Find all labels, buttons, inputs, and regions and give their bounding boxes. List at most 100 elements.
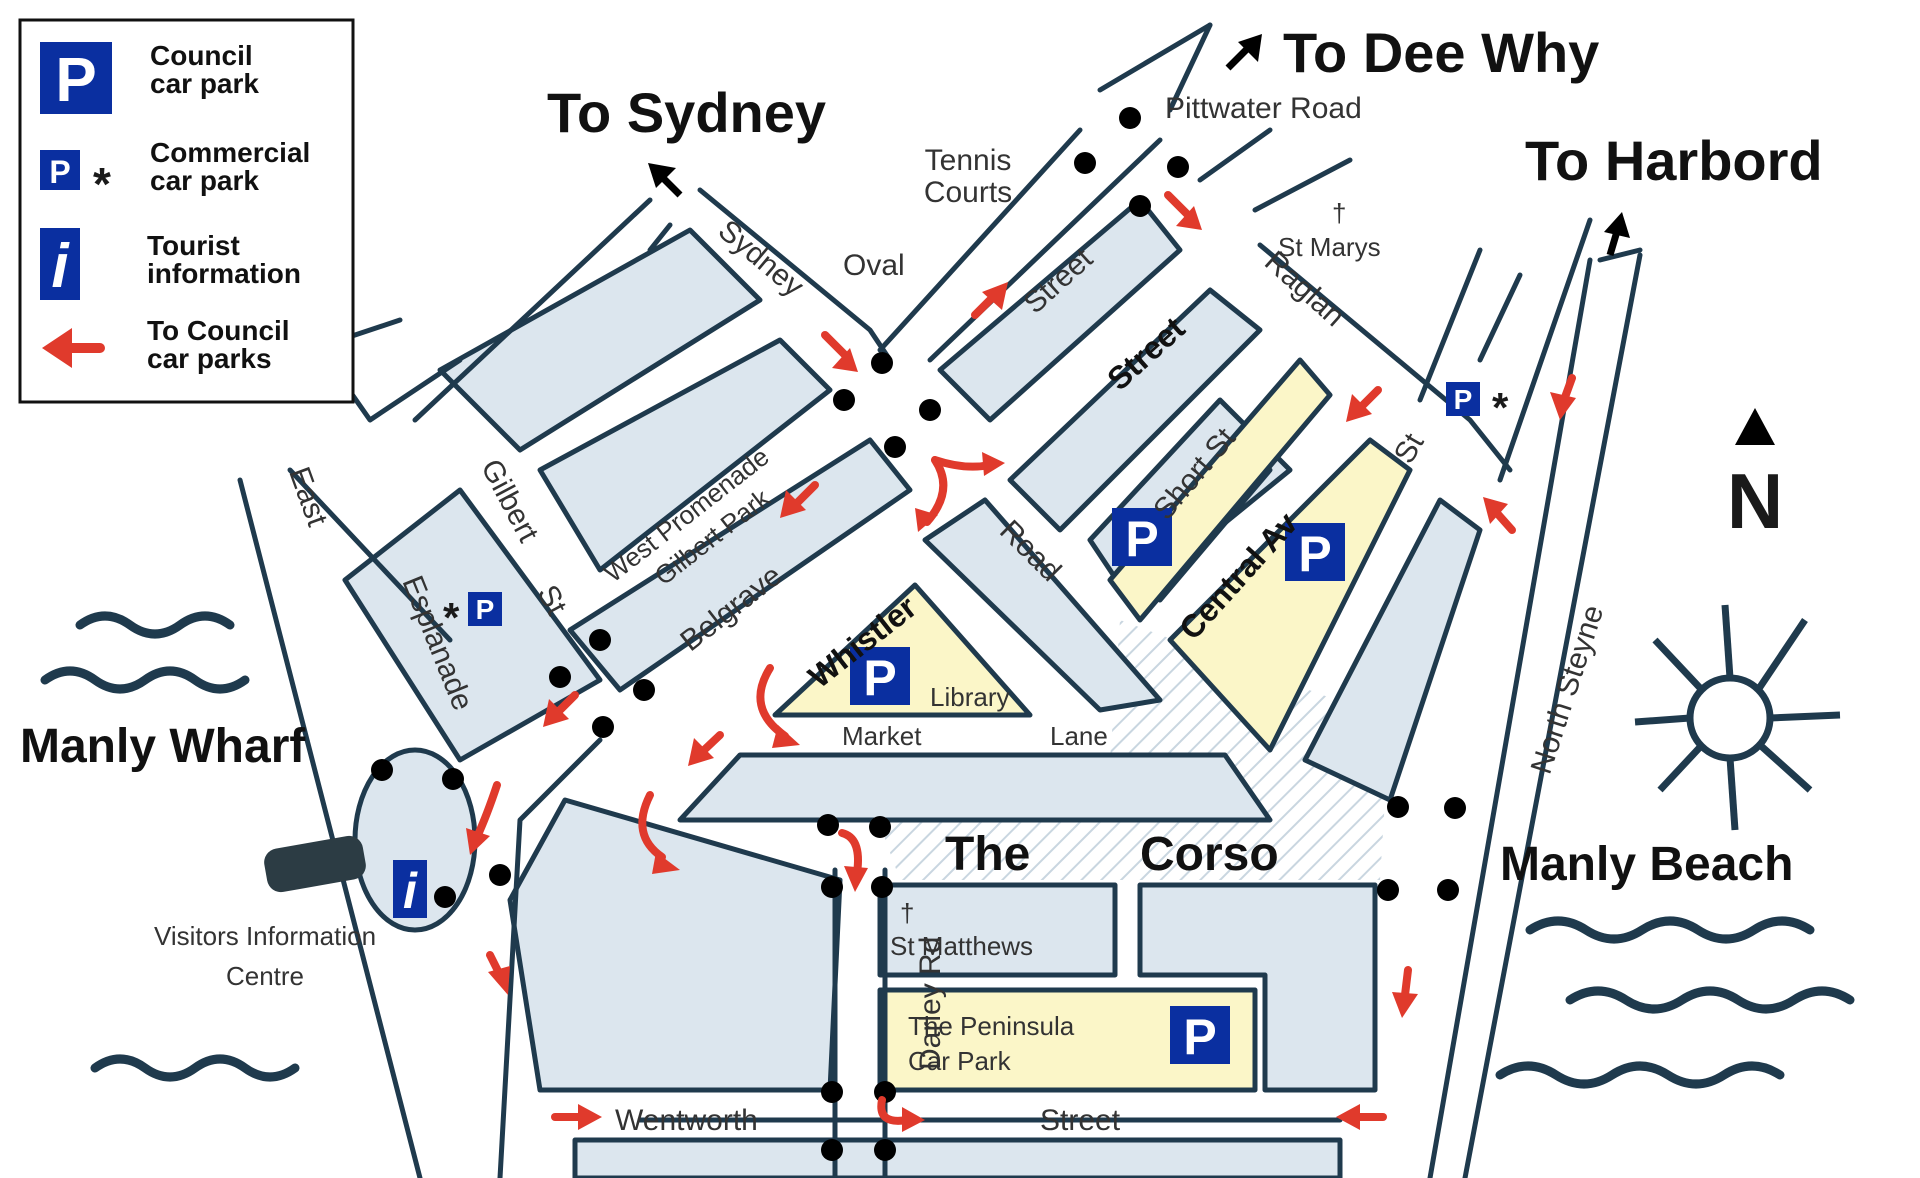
arrow-to-harbord-icon [1604,212,1630,256]
svg-text:P: P [1125,511,1158,567]
st-marys-label: St Marys [1278,232,1381,262]
asterisk-icon: * [1492,384,1509,431]
peninsula-label-1: The Peninsula [908,1011,1075,1041]
council-parking-icon: P [1285,523,1345,582]
commercial-parking-icon: P * [1446,382,1509,431]
red-arrow-icon [821,331,858,372]
manly-wharf-jetty [264,747,478,933]
svg-text:i: i [403,863,418,919]
red-arrow-icon [756,664,800,748]
red-arrow-icon [688,731,724,766]
legend-red-arrow-icon [42,328,105,368]
svg-text:P: P [49,154,70,190]
block-street-raglan [1007,287,1263,533]
red-arrow-icon [780,481,819,518]
red-arrow-icon [551,1104,602,1130]
red-arrow-icon [1164,191,1202,230]
asterisk-icon: * [93,158,111,210]
legend-commercial-label-2: car park [150,165,259,196]
manly-wharf-label: Manly Wharf [20,720,306,773]
council-parking-icon: P [1170,1006,1230,1065]
block-tennis [937,197,1183,423]
ocean-waves [1495,916,1855,1089]
intersection-dots [371,107,1466,1161]
tennis-label-1: Tennis [925,144,1012,177]
map-legend: P Council car park P * Commercial car pa… [18,18,355,404]
st-matthews-label: St Matthews [890,931,1033,961]
oval-label: Oval [843,249,905,282]
the-corso-label-corso: Corso [1140,828,1279,881]
red-arrow-icon [877,1096,925,1132]
east-label: East [282,463,334,531]
red-arrow-icon [931,452,1005,476]
commercial-parking-icon: P * [443,592,502,641]
legend-tourist-icon: i [40,228,80,301]
red-arrow-icon [466,781,501,855]
zone-central-av [1167,437,1413,753]
to-harbord-label: To Harbord [1525,129,1823,192]
tourist-info-icon: i [393,860,427,919]
pittwater-road-label: Pittwater Road [1165,92,1362,125]
manly-beach-label: Manly Beach [1500,838,1793,891]
legend-tourist-label-2: information [147,258,301,289]
legend-council-label-1: Council [150,40,253,71]
red-arrow-icon [638,791,680,874]
north-label: N [1727,457,1783,545]
red-arrow-icon [1392,966,1418,1018]
red-arrow-icon [486,951,510,995]
legend-tourist-label-1: Tourist [147,230,240,261]
to-sydney-label: To Sydney [547,81,826,144]
arrow-to-sydney-icon [648,163,683,198]
legend-to-council-label-2: car parks [147,343,272,374]
red-arrow-icon [543,691,579,727]
st-marys-cross: † [1332,198,1346,228]
red-arrow-icon [1336,1104,1387,1130]
visitors-centre-label-1: Visitors Information [154,921,376,951]
st-matthews-cross: † [900,898,914,928]
asterisk-icon: * [443,594,460,641]
red-arrow-icon [1483,497,1516,534]
svg-text:i: i [51,232,70,301]
arrow-to-dee-why-icon [1225,34,1262,71]
block-market-lane [677,752,1273,823]
wentworth-street-label: Street [1040,1104,1121,1137]
red-arrow-icon [915,456,948,532]
harbour-waves [40,611,300,1082]
tennis-label-2: Courts [924,176,1012,209]
darley-rd-label: Darley Rd [914,937,947,1070]
library-label: Library [930,682,1009,712]
north-arrow-icon [1735,408,1775,445]
council-carpark-arrows [466,191,1576,1132]
the-corso-label-the: The [945,828,1030,881]
legend-commercial-label-1: Commercial [150,137,310,168]
red-arrow-icon [838,829,868,892]
city-blocks [342,197,1483,1178]
block-north-steyne [1302,497,1483,803]
council-parking-icon: P [1112,508,1172,567]
red-arrow-icon [1346,386,1382,422]
red-arrow-icon [1550,374,1576,420]
legend-council-icon: P [40,42,112,115]
block-big-west [507,797,843,1093]
peninsula-label-2: Car Park [908,1046,1012,1076]
legend-council-label-2: car park [150,68,259,99]
legend-to-council-label-1: To Council [147,315,290,346]
svg-text:P: P [1298,526,1331,582]
wentworth-label: Wentworth [615,1104,758,1137]
block-west-promenade [437,227,763,453]
block-corso-east [1137,882,1378,1093]
svg-text:P: P [1183,1009,1216,1065]
council-parking-icon: P [850,647,910,706]
block-gilbert-park [537,337,833,573]
svg-text:P: P [476,594,495,625]
block-south-strip [572,1137,1343,1178]
svg-text:P: P [55,46,96,115]
block-road-triangle [922,497,1163,713]
red-arrow-icon [971,282,1008,319]
sun-icon [1634,604,1841,831]
block-belgrave [567,437,913,693]
svg-text:P: P [1454,384,1473,415]
to-dee-why-label: To Dee Why [1283,21,1599,84]
svg-text:P: P [863,650,896,706]
